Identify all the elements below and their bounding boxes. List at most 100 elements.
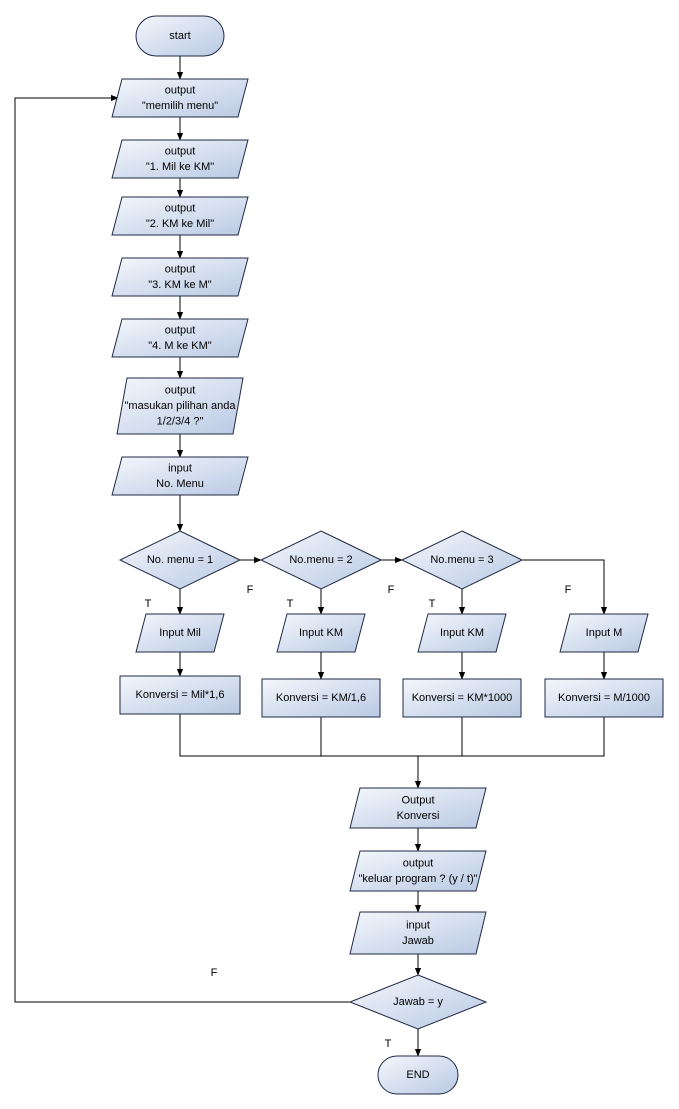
out-exit-shape	[349, 850, 487, 892]
out-conv-label-1: Konversi	[397, 810, 440, 822]
node-end: END	[377, 1055, 459, 1095]
dec1-shape	[118, 530, 242, 590]
start-label-0: start	[169, 30, 190, 42]
merge-conv4	[462, 717, 605, 757]
out-opt3-label-0: output	[165, 263, 196, 275]
in-m-label-0: Input M	[586, 627, 623, 639]
edge-label-dec1-false: F	[247, 584, 254, 596]
out-prompt-label-2: 1/2/3/4 ?"	[157, 416, 204, 428]
node-dec2: No.menu = 2	[259, 530, 383, 590]
out-opt1-label-1: "1. Mil ke KM"	[146, 161, 214, 173]
node-out-opt3: output "3. KM ke M"	[111, 257, 249, 297]
edge-label-dec3-true: T	[429, 598, 436, 610]
out-opt3-label-1: "3. KM ke M"	[148, 279, 212, 291]
conv1-label-0: Konversi = Mil*1,6	[136, 689, 225, 701]
node-conv4: Konversi = M/1000	[544, 678, 664, 718]
in-km2-label-0: Input KM	[440, 627, 484, 639]
edge-label-dec3-false: F	[565, 584, 572, 596]
node-out-prompt: output "masukan pilihan anda 1/2/3/4 ?"	[116, 377, 244, 435]
in-mil-shape	[135, 613, 225, 653]
node-in-m: Input M	[559, 613, 649, 653]
out-opt4-shape	[111, 318, 249, 358]
out-prompt-label-1: "masukan pilihan anda	[125, 400, 237, 412]
node-out-menu: output "memilih menu"	[111, 78, 249, 118]
out-prompt-label-0: output	[165, 385, 196, 397]
edge-labels-layer: T F T F T F F T	[145, 584, 572, 1050]
out-menu-label-1: "memilih menu"	[142, 100, 218, 112]
node-out-opt4: output "4. M ke KM"	[111, 318, 249, 358]
merge-conv3	[418, 717, 463, 757]
node-dec1: No. menu = 1	[118, 530, 242, 590]
nodes-layer: start output "memilih menu" output "1. Mil k…	[111, 15, 664, 1095]
node-conv2: Konversi = KM/1,6	[261, 678, 381, 718]
dec2-shape	[259, 530, 383, 590]
edge-jawab-loop-back	[14, 94, 350, 1003]
end-shape	[377, 1055, 459, 1095]
edges-layer	[14, 56, 608, 1057]
out-opt4-label-0: output	[165, 324, 196, 336]
in-jawab-shape	[349, 911, 487, 955]
in-menu-label-1: No. Menu	[156, 478, 204, 490]
in-m-shape	[559, 613, 649, 653]
edge-label-dec2-true: T	[287, 598, 294, 610]
out-opt1-shape	[111, 139, 249, 179]
edge-dec3-to-in-m	[522, 559, 608, 615]
node-in-km1: Input KM	[276, 613, 366, 653]
dec-jawab-label-0: Jawab = y	[393, 996, 443, 1008]
out-prompt-shape	[116, 377, 244, 435]
out-opt2-label-0: output	[165, 202, 196, 214]
out-exit-label-1: "keluar program ? (y / t)"	[358, 873, 477, 885]
out-opt4-label-1: "4. M ke KM"	[148, 340, 212, 352]
conv1-shape	[119, 675, 241, 715]
node-out-opt1: output "1. Mil ke KM"	[111, 139, 249, 179]
conv3-label-0: Konversi = KM*1000	[412, 692, 513, 704]
in-menu-label-0: input	[168, 462, 192, 474]
conv2-label-0: Konversi = KM/1,6	[276, 692, 366, 704]
conv3-shape	[402, 678, 522, 718]
edge-label-dec2-false: F	[388, 584, 395, 596]
out-exit-label-0: output	[403, 857, 434, 869]
in-km1-shape	[276, 613, 366, 653]
out-conv-label-0: Output	[401, 794, 434, 806]
in-km1-label-0: Input KM	[299, 627, 343, 639]
dec2-label-0: No.menu = 2	[289, 554, 352, 566]
node-in-km2: Input KM	[417, 613, 507, 653]
conv4-shape	[544, 678, 664, 718]
out-menu-label-0: output	[165, 84, 196, 96]
node-out-opt2: output "2. KM ke Mil"	[111, 196, 249, 236]
edge-label-dec1-true: T	[145, 598, 152, 610]
out-opt2-shape	[111, 196, 249, 236]
node-dec3: No.menu = 3	[400, 530, 524, 590]
edge-label-jawab-false: F	[211, 967, 218, 979]
in-jawab-label-0: input	[406, 919, 430, 931]
out-opt2-label-1: "2. KM ke Mil"	[146, 218, 214, 230]
dec3-label-0: No.menu = 3	[430, 554, 493, 566]
merge-conv1	[179, 714, 418, 757]
node-conv1: Konversi = Mil*1,6	[119, 675, 241, 715]
dec-jawab-shape	[348, 974, 488, 1030]
in-mil-label-0: Input Mil	[159, 627, 201, 639]
node-start: start	[135, 15, 225, 57]
out-opt3-shape	[111, 257, 249, 297]
conv4-label-0: Konversi = M/1000	[558, 692, 650, 704]
conv2-shape	[261, 678, 381, 718]
node-conv3: Konversi = KM*1000	[402, 678, 522, 718]
dec1-label-0: No. menu = 1	[147, 554, 213, 566]
dec3-shape	[400, 530, 524, 590]
start-shape	[135, 15, 225, 57]
node-out-exit: output "keluar program ? (y / t)"	[349, 850, 487, 892]
in-jawab-label-1: Jawab	[402, 935, 434, 947]
edge-label-jawab-true: T	[385, 1038, 392, 1050]
end-label-0: END	[406, 1069, 429, 1081]
node-dec-jawab: Jawab = y	[348, 974, 488, 1030]
out-menu-shape	[111, 78, 249, 118]
out-conv-shape	[349, 787, 487, 829]
in-km2-shape	[417, 613, 507, 653]
in-menu-shape	[111, 456, 249, 496]
node-in-mil: Input Mil	[135, 613, 225, 653]
out-opt1-label-0: output	[165, 145, 196, 157]
